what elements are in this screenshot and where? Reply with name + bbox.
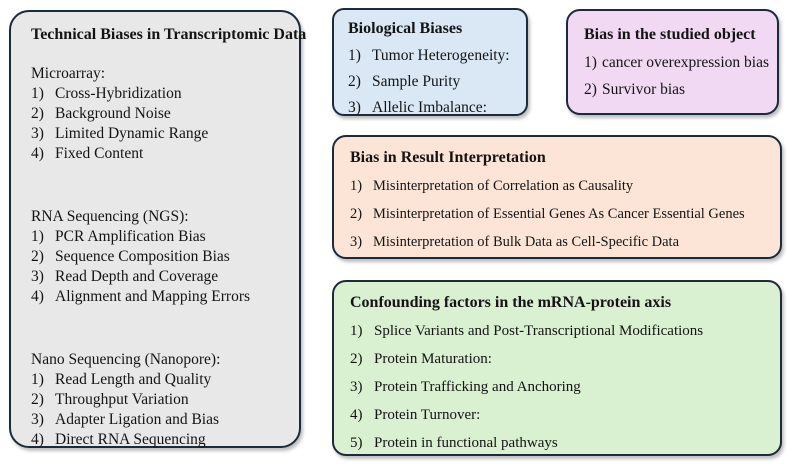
item-text: Misinterpretation of Essential Genes As … [373,206,745,222]
item-text: Tumor Heterogeneity: [372,47,510,64]
item-text: Sample Purity [372,73,461,90]
list-item: 1) cancer overexpression bias [584,53,769,72]
item-text: cancer overexpression bias [602,54,769,71]
item-text: Protein Turnover: [374,407,481,423]
item-text: Protein Maturation: [374,351,492,367]
list-item: 1) Misinterpretation of Correlation as C… [350,177,772,196]
list-item: 4) Alignment and Mapping Errors [31,287,291,307]
list-item: 3) Misinterpretation of Bulk Data as Cel… [350,233,772,252]
item-text: Adapter Ligation and Bias [55,411,219,428]
item-number: 2) [31,391,44,408]
item-number: 4) [31,431,44,448]
list-item: 2) Throughput Variation [31,390,291,410]
item-text: Alignment and Mapping Errors [55,288,251,305]
list-item: 3) Read Depth and Coverage [31,267,291,287]
item-number: 4) [31,288,44,305]
item-text: Protein Trafficking and Anchoring [374,379,581,395]
item-number: 3) [31,125,44,142]
section-microarray: Microarray: 1) Cross-Hybridization 2) Ba… [31,63,291,164]
item-number: 4) [31,145,44,162]
list-item: 1) PCR Amplification Bias [31,227,291,247]
list-item: 2) Background Noise [31,104,291,124]
box-title: Bias in the studied object [584,26,756,43]
item-number: 1) [350,178,363,194]
list-item: 5) Protein in functional pathways [350,434,772,453]
item-text: Cross-Hybridization [55,85,182,102]
list-item: 4) Direct RNA Sequencing [31,430,291,450]
item-number: 2) [31,105,44,122]
item-text: Background Noise [55,105,171,122]
list-item: 3) Allelic Imbalance: [348,99,518,117]
item-text: Read Length and Quality [55,371,212,388]
item-number: 1) [31,371,44,388]
item-number: 1) [584,54,597,71]
box-title: Confounding factors in the mRNA-protein … [350,294,672,311]
section-heading: Microarray: [31,65,106,82]
item-number: 3) [348,99,361,116]
item-number: 4) [350,407,363,423]
result-interpretation-bias-box: Bias in Result Interpretation 1) Misinte… [332,135,782,259]
list-item: 1) Splice Variants and Post-Transcriptio… [350,322,772,341]
section-nano-seq: Nano Sequencing (Nanopore): 1) Read Leng… [31,349,291,450]
item-number: 2) [350,351,363,367]
confounding-factors-box: Confounding factors in the mRNA-protein … [332,280,782,456]
list-item: 1) Tumor Heterogeneity: [348,47,518,65]
list-item: 1) Read Length and Quality [31,370,291,390]
section-heading: RNA Sequencing (NGS): [31,208,189,225]
item-text: Limited Dynamic Range [55,125,209,142]
item-text: Sequence Composition Bias [55,248,230,265]
item-text: Fixed Content [55,145,144,162]
item-number: 1) [350,323,363,339]
list-item: 3) Adapter Ligation and Bias [31,410,291,430]
list-item: 3) Protein Trafficking and Anchoring [350,378,772,397]
item-number: 1) [31,228,44,245]
list-item: 4) Protein Turnover: [350,406,772,425]
section-rna-seq: RNA Sequencing (NGS): 1) PCR Amplificati… [31,206,291,307]
list-item: 2) Protein Maturation: [350,350,772,369]
item-number: 3) [350,379,363,395]
list-item: 3) Limited Dynamic Range [31,124,291,144]
item-number: 1) [348,47,361,64]
item-text: Splice Variants and Post-Transcriptional… [374,323,704,339]
item-number: 3) [350,234,363,250]
box-title: Technical Biases in Transcriptomic Data [31,26,307,43]
item-text: Protein in functional pathways [374,435,558,451]
item-text: PCR Amplification Bias [55,228,206,245]
box-title: Bias in Result Interpretation [350,149,546,166]
item-text: Survivor bias [602,81,686,98]
item-text: Allelic Imbalance: [372,99,487,116]
item-number: 3) [31,411,44,428]
item-number: 2) [31,248,44,265]
item-text: Misinterpretation of Correlation as Caus… [373,178,634,194]
item-number: 2) [348,73,361,90]
list-item: 1) Cross-Hybridization [31,84,291,104]
item-text: Throughput Variation [55,391,189,408]
item-number: 2) [584,81,597,98]
biological-biases-box: Biological Biases 1) Tumor Heterogeneity… [332,8,528,116]
list-item: 2) Survivor bias [584,80,769,99]
item-number: 1) [31,85,44,102]
item-number: 5) [350,435,363,451]
item-number: 2) [350,206,363,222]
list-item: 4) Fixed Content [31,144,291,164]
box-title: Biological Biases [348,20,463,37]
list-item: 2) Sequence Composition Bias [31,247,291,267]
item-text: Read Depth and Coverage [55,268,219,285]
technical-biases-box: Technical Biases in Transcriptomic Data … [9,10,307,450]
section-heading: Nano Sequencing (Nanopore): [31,351,221,368]
item-number: 3) [31,268,44,285]
list-item: 2) Misinterpretation of Essential Genes … [350,205,772,224]
list-item: 2) Sample Purity [348,73,518,91]
studied-object-bias-box: Bias in the studied object 1) cancer ove… [566,9,779,115]
item-text: Misinterpretation of Bulk Data as Cell-S… [373,234,680,250]
item-text: Direct RNA Sequencing [55,431,206,448]
